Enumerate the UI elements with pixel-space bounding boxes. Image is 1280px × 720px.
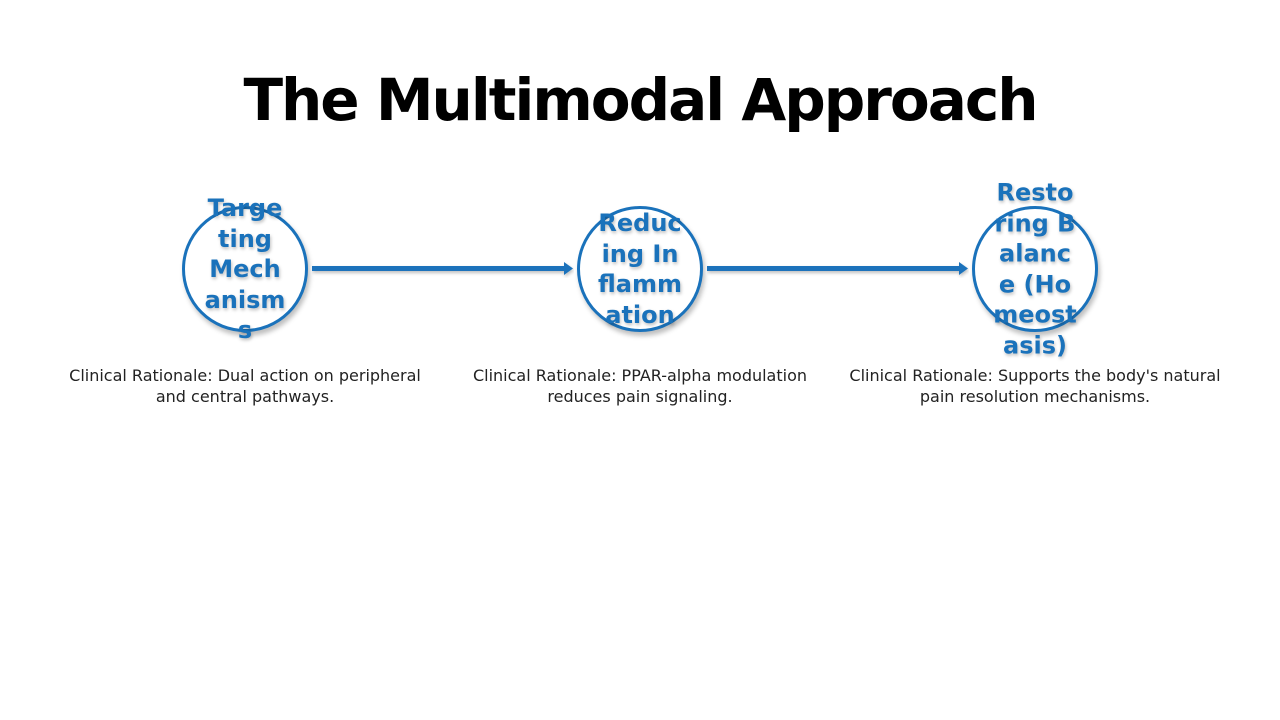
step-description: Clinical Rationale: Dual action on perip…	[69, 366, 421, 406]
step-label: Restoring Balance (Homeostasis)	[993, 178, 1077, 360]
right-arrow-icon	[312, 262, 573, 275]
step-label: Targeting Mechanisms	[204, 193, 286, 344]
step-node-targeting: Targeting Mechanisms	[182, 194, 308, 344]
step-circle	[577, 206, 703, 332]
step-circle	[182, 206, 308, 332]
step-description: Clinical Rationale: PPAR-alpha modulatio…	[472, 366, 808, 406]
step-description: Clinical Rationale: Supports the body's …	[849, 366, 1221, 406]
step-node-restoring: Restoring Balance (Homeostasis)	[972, 179, 1098, 359]
step-node-reducing: Reducing Inflammation	[577, 206, 703, 332]
slide-title: The Multimodal Approach	[243, 66, 1038, 134]
right-arrow-icon	[707, 262, 968, 275]
step-label: Reducing Inflammation	[598, 209, 682, 329]
step-circle	[972, 206, 1098, 332]
